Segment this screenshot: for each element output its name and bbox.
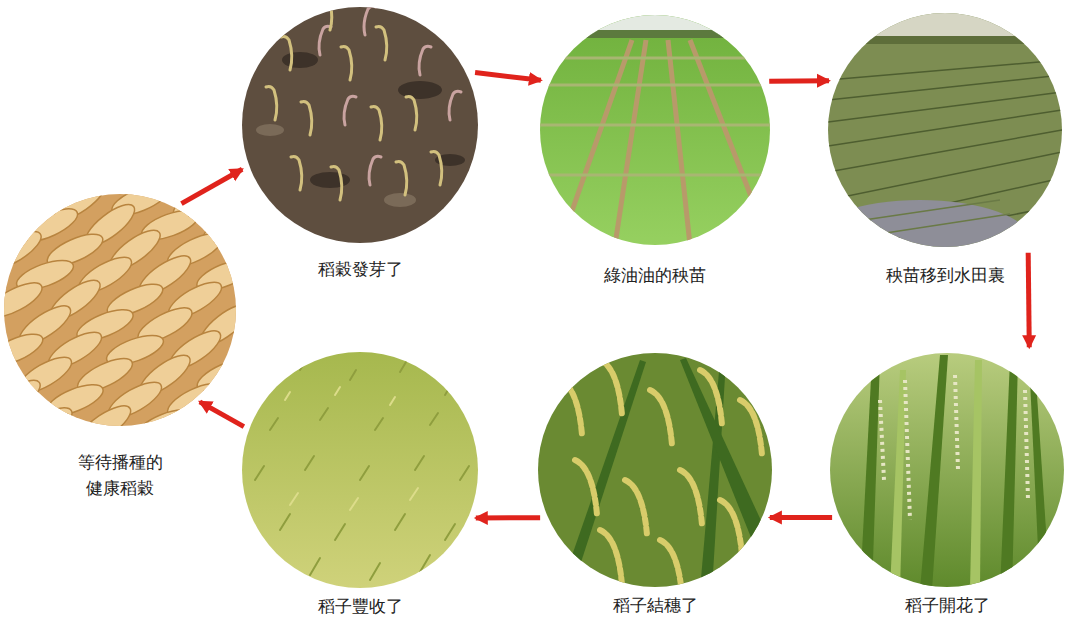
stage-caption: 秧苗移到水田裏 bbox=[825, 263, 1065, 289]
stage-caption: 稻子結穗了 bbox=[525, 593, 785, 619]
stage-circle: 綠油油的秧苗 bbox=[540, 15, 770, 245]
stage-circle: 稻子豐收了 bbox=[242, 352, 478, 588]
cycle-arrow bbox=[1028, 253, 1029, 348]
cycle-arrow bbox=[475, 73, 541, 81]
stage-caption: 等待播種的 健康稻穀 bbox=[70, 450, 170, 501]
cycle-arrow bbox=[200, 402, 244, 427]
stage-caption: 稻子開花了 bbox=[827, 593, 1067, 619]
stage-circle: 稻子開花了 bbox=[830, 353, 1064, 587]
cycle-arrow bbox=[769, 78, 829, 84]
cycle-arrow bbox=[770, 515, 832, 520]
cycle-arrow bbox=[181, 169, 242, 203]
stage-circle: 等待播種的 健康稻穀 bbox=[4, 194, 236, 426]
stage-caption: 稻穀發芽了 bbox=[230, 257, 490, 283]
cycle-arrow bbox=[476, 515, 540, 520]
stage-circle: 稻穀發芽了 bbox=[242, 7, 478, 243]
stage-circle: 稻子結穗了 bbox=[538, 353, 772, 587]
stage-caption: 綠油油的秧苗 bbox=[525, 263, 785, 289]
stage-caption: 稻子豐收了 bbox=[230, 594, 490, 620]
stage-circle: 秧苗移到水田裏 bbox=[828, 13, 1062, 247]
